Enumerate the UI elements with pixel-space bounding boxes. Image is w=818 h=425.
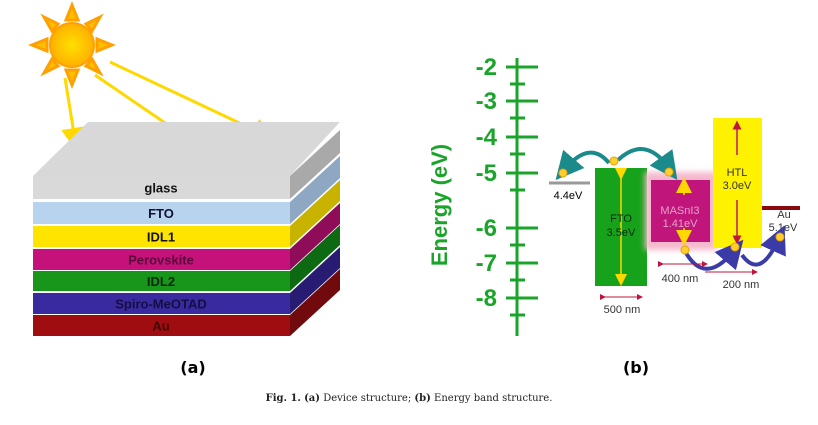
layer-au: Au: [33, 269, 340, 336]
layer-front-face: [33, 293, 290, 314]
au-work-function: 5.1eV: [769, 222, 798, 234]
glass-top-face: [33, 122, 340, 176]
panel-b-energy-band: Energy (eV) -2 -3 -4 -5 -6 -7 -8 4.4eV FTO 3.5…: [427, 54, 800, 377]
panel-b-label: (b): [623, 358, 649, 377]
layer-side-face: [290, 180, 340, 247]
layer-front-face: [33, 315, 290, 336]
carriers: [558, 156, 785, 255]
layer-idl1: IDL1: [33, 180, 340, 247]
energy-axis-label: Energy (eV): [427, 144, 452, 266]
layer-side-face: [290, 269, 340, 336]
panel-a-label: (a): [180, 358, 205, 377]
tick-label: -8: [476, 285, 497, 312]
tick-label: -3: [476, 88, 497, 115]
tick-label: -6: [476, 215, 497, 242]
layer-side-face: [290, 130, 340, 199]
layer-perovskite: Perovskite: [33, 203, 340, 270]
layer-side-face: [290, 247, 340, 314]
tick-label: -2: [476, 54, 497, 81]
htl-name: HTL: [727, 167, 748, 179]
layer-front-face: [33, 249, 290, 270]
caption-part-b-label: (b): [414, 393, 431, 404]
htl-thickness: 200 nm: [723, 279, 760, 291]
layer-front-face: [33, 271, 290, 291]
layer-spiro-meotad: Spiro-MeOTAD: [33, 247, 340, 314]
layer-front-face: [33, 226, 290, 247]
layer-side-face: [290, 225, 340, 291]
figure-caption: Fig. 1. (a) Device structure; (b) Energy…: [0, 393, 818, 404]
layer-fto: FTO: [33, 156, 340, 224]
sun-icon: [27, 0, 117, 90]
caption-fig-number: Fig. 1.: [265, 393, 301, 404]
htl-gap: 3.0eV: [723, 180, 752, 192]
fto-name: FTO: [610, 213, 632, 225]
layer-idl2: IDL2: [33, 225, 340, 291]
layer-label: Au: [152, 319, 169, 334]
layer-front-face: [33, 176, 290, 199]
tick-label: -4: [476, 124, 498, 151]
layer-side-face: [290, 203, 340, 270]
absorber-thickness: 400 nm: [662, 273, 699, 285]
tick-label: -5: [476, 160, 497, 187]
hole-transfer-arrows: [684, 225, 786, 271]
fto-gap: 3.5eV: [607, 227, 636, 239]
electron-transfer-arrows: [555, 147, 678, 181]
caption-part-b-text: Energy band structure.: [434, 393, 553, 404]
layer-label: glass: [144, 181, 177, 196]
fto-thickness: 500 nm: [604, 304, 641, 316]
tick-label: -7: [476, 250, 497, 277]
absorber-gap: 1.41eV: [663, 218, 699, 230]
layer-glass: glass: [33, 130, 340, 199]
layer-label: FTO: [148, 206, 174, 221]
caption-part-a-label: (a): [304, 393, 321, 404]
au-name: Au: [777, 209, 790, 221]
layer-front-face: [33, 202, 290, 224]
layer-label: Perovskite: [128, 253, 194, 268]
fto-work-function-value: 4.4eV: [554, 190, 583, 202]
layer-label: IDL1: [147, 230, 175, 245]
absorber-name: MASnI3: [660, 205, 699, 217]
layer-label: Spiro-MeOTAD: [115, 297, 206, 312]
layer-label: IDL2: [147, 274, 175, 289]
caption-part-a-text: Device structure;: [323, 393, 412, 404]
layer-side-face: [290, 156, 340, 224]
